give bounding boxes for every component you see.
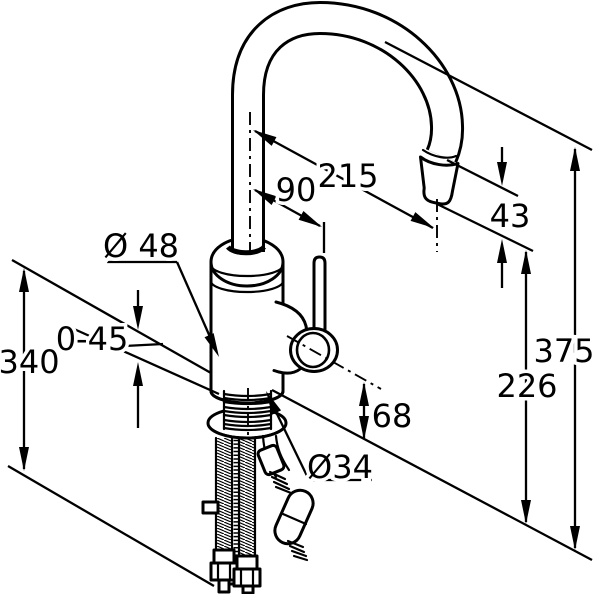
handle-cap-inner [295, 331, 331, 369]
dim-226: 226 [493, 250, 561, 524]
outlet-upper-ref-line [446, 158, 519, 198]
spout-top-tangent-line [384, 40, 593, 152]
dim-375-arrow-bottom [570, 526, 580, 550]
label-dia-48: Ø 48 [99, 224, 219, 357]
label-dia-48-text: Ø 48 [103, 227, 179, 265]
hose-end-plane-line [7, 465, 215, 587]
supply-hose-left-nut-lines [216, 561, 232, 582]
pullout-hose-coupler [256, 443, 286, 477]
dim-0-45-arrow-top [133, 306, 143, 330]
label-dia-34: Ø34 [266, 391, 376, 490]
dim-90-label: 90 [276, 171, 317, 209]
label-dia-34-arrow [266, 391, 282, 415]
supply-hose-right-tail [241, 584, 255, 594]
dim-0-45: 0-45 [52, 290, 164, 428]
supply-hose-left-tail [217, 578, 231, 594]
dim-0-45-arrow-bottom [133, 362, 143, 386]
dim-90-arrow-right [298, 210, 322, 227]
dim-68-label: 68 [372, 397, 413, 435]
supply-hose-left-braid [216, 438, 232, 552]
dim-215-arrow-right [410, 212, 434, 228]
counter-bottom-line [73, 327, 220, 396]
body-bottom-edge [209, 389, 285, 405]
aerator [419, 155, 460, 206]
label-dia-34-leader [275, 413, 311, 481]
spout [209, 0, 465, 294]
aerator-joint-line [421, 148, 458, 159]
supply-hose-left-sides [214, 436, 234, 554]
dim-340-arrow-top [19, 268, 29, 292]
base-plane-right-line [271, 388, 593, 562]
dim-0-45-landing [123, 342, 164, 348]
dim-0-45-label: 0-45 [56, 320, 129, 358]
dim-68-arrow-bottom [359, 416, 369, 440]
dim-340: 340 [0, 268, 63, 471]
body-collar-ring-2 [209, 279, 285, 294]
pullout-hose-ribs-top [268, 470, 293, 495]
under-counter-assembly [201, 434, 315, 594]
dim-215: 215 [253, 129, 434, 230]
dim-340-arrow-bottom [19, 447, 29, 471]
hose-weight [273, 488, 315, 546]
dim-226-arrow-top [521, 250, 531, 274]
body-collar-ring-1 [209, 263, 285, 278]
supply-hose-right-nut-lines [239, 567, 255, 588]
dim-68-arrow-top [359, 382, 369, 406]
dim-215-arrow-left [253, 130, 277, 146]
counter-top-line [11, 258, 212, 375]
outlet-lower-ref-line [436, 202, 534, 253]
dim-375-arrow-top [570, 147, 580, 171]
dim-215-line [254, 129, 434, 230]
hose-clip [201, 500, 220, 515]
supply-hose-right-braid [239, 438, 255, 558]
supply-hose-left-ferrule [212, 548, 236, 565]
dim-375: 375 [530, 147, 598, 550]
spout-tube-fill [234, 3, 462, 252]
supply-hose-right-nut [232, 567, 262, 588]
dim-68: 68 [359, 382, 416, 440]
handle-axis-centerline [286, 335, 382, 390]
label-dia-34-text: Ø34 [307, 448, 373, 486]
hose-weight-band [281, 512, 308, 526]
supply-hose-right-sides [237, 436, 257, 560]
dim-90-arrow-left [253, 189, 277, 206]
mounting [206, 389, 288, 440]
dim-43: 43 [486, 147, 534, 288]
spout-socket-ring [226, 245, 266, 256]
handle-lever-rod [312, 255, 327, 333]
dim-215-label: 215 [317, 157, 378, 195]
escutcheon-front-edge [207, 424, 287, 439]
label-dia-48-leader [175, 261, 216, 347]
dim-43-arrow-top [497, 162, 507, 186]
label-dia-48-arrow [204, 333, 219, 357]
dim-90: 90 [253, 168, 326, 253]
dim-226-arrow-bottom [521, 500, 531, 524]
dim-43-label: 43 [490, 197, 531, 235]
supply-hose-right-ferrule [235, 554, 259, 571]
dim-375-label: 375 [533, 332, 594, 370]
dim-340-label: 340 [0, 343, 60, 381]
pullout-hose-ribs-bottom [286, 539, 309, 562]
dim-43-arrow-bottom [497, 239, 507, 263]
dim-226-label: 226 [496, 367, 557, 405]
